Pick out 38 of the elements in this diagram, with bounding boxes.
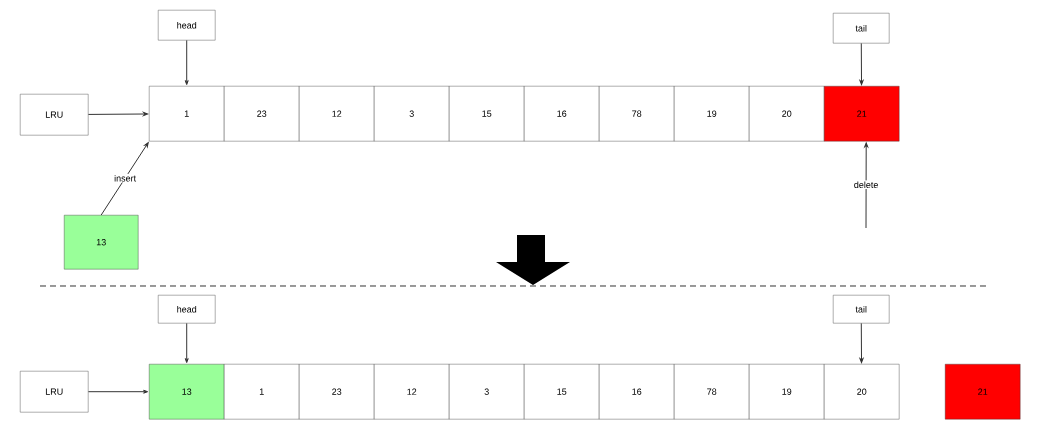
list-cell: 3 xyxy=(449,364,525,420)
list-cell: 1 xyxy=(149,86,225,142)
pointer-box: tail xyxy=(833,295,890,324)
list-cell: 20 xyxy=(824,364,900,420)
list-cell: 3 xyxy=(374,86,450,142)
list-cell: 23 xyxy=(299,364,375,420)
label-box: LRU xyxy=(20,371,89,413)
list-cell: 78 xyxy=(674,364,750,420)
arrow xyxy=(87,389,149,394)
new-item-box: 13 xyxy=(64,215,139,270)
arrow xyxy=(184,322,189,364)
list-cell: 19 xyxy=(749,364,825,420)
arrow xyxy=(87,112,149,116)
list-cell: 20 xyxy=(749,86,825,142)
list-cell: 12 xyxy=(299,86,375,142)
list-cell: 16 xyxy=(599,364,675,420)
arrow xyxy=(100,142,149,216)
list-cell: 23 xyxy=(224,86,300,142)
evicted-item-box: 21 xyxy=(945,364,1021,420)
list-cell: 15 xyxy=(449,86,525,142)
arrow xyxy=(184,39,189,86)
list-cell: 15 xyxy=(524,364,600,420)
list-cell: 78 xyxy=(599,86,675,142)
arrow xyxy=(859,322,864,364)
pointer-box: head xyxy=(158,10,216,41)
edge-label: delete xyxy=(852,180,880,189)
pointer-box: tail xyxy=(833,13,890,44)
list-cell: 19 xyxy=(674,86,750,142)
arrow xyxy=(864,142,869,229)
edge-label: insert xyxy=(113,173,138,183)
list-cell: 12 xyxy=(374,364,450,420)
list-cell: 21 xyxy=(824,86,900,142)
list-cell: 16 xyxy=(524,86,600,142)
list-cell: 13 xyxy=(149,364,225,420)
pointer-box: head xyxy=(158,295,216,324)
list-cell: 1 xyxy=(224,364,300,420)
arrow xyxy=(859,42,864,86)
label-box: LRU xyxy=(20,94,89,136)
